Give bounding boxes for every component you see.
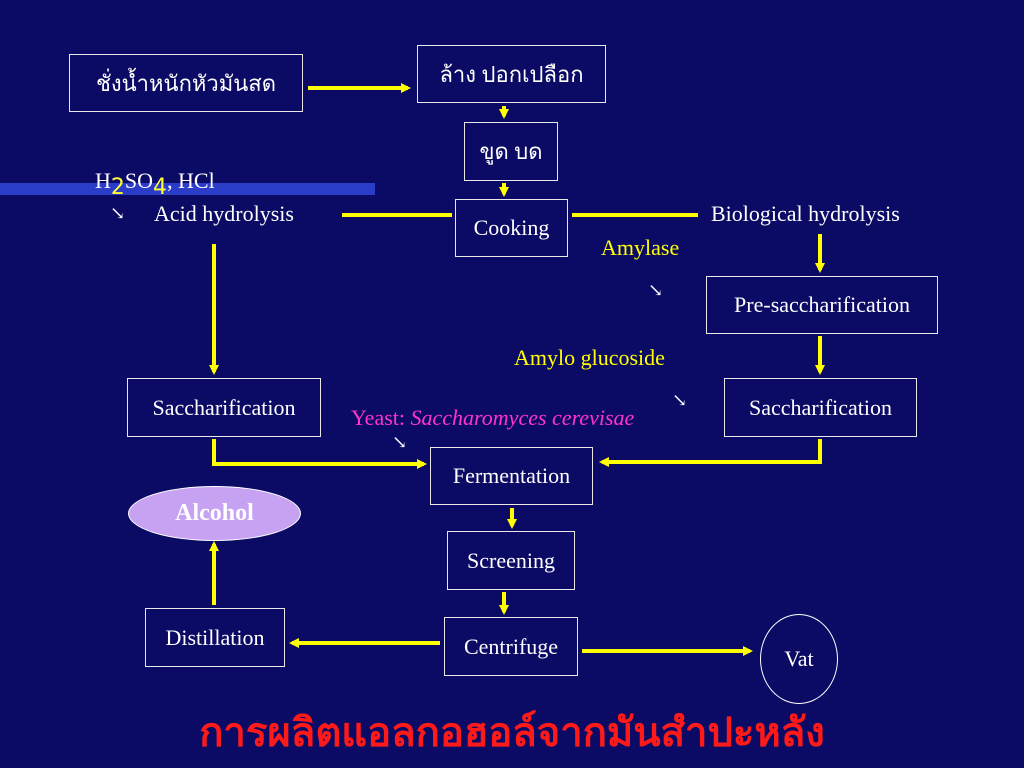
pre-saccharification-node: Pre-saccharification [706, 276, 938, 334]
acid-reagent-so: SO [124, 168, 154, 193]
saccharification-left-node: Saccharification [127, 378, 321, 437]
biological-hydrolysis-label: Biological hydrolysis [711, 201, 900, 226]
acid-reagent-h: H [95, 168, 111, 193]
hint-arrow-yeast: ↘ [392, 432, 408, 452]
arrow-sacch-left-to-ferment [212, 439, 427, 469]
grate-node: ขูด บด [464, 122, 558, 181]
fermentation-node: Fermentation [430, 447, 593, 505]
centrifuge-node: Centrifuge [444, 617, 578, 676]
screening-node: Screening [447, 531, 575, 590]
alcohol-node: Alcohol [128, 486, 301, 541]
distillation-node: Distillation [145, 608, 285, 667]
hint-arrow-amylase: ↘ [648, 280, 664, 300]
acid-reagent-sub2: 2 [110, 175, 125, 200]
amylo-glucoside-label: Amylo glucoside [514, 345, 665, 370]
arrow-sacch-right-to-ferment [599, 439, 822, 467]
saccharification-right-node: Saccharification [724, 378, 917, 437]
decorative-bar [0, 183, 375, 195]
weigh-node: ชั่งน้ำหนักหัวมันสด [69, 54, 303, 112]
hint-arrow-amylo: ↘ [672, 390, 688, 410]
acid-reagent-label: H2SO4, HCl [95, 168, 215, 200]
acid-reagent-sub4: 4 [153, 175, 168, 200]
vat-node: Vat [760, 614, 838, 704]
yeast-prefix: Yeast: [351, 405, 411, 430]
amylase-label: Amylase [601, 235, 680, 260]
acid-hydrolysis-label: Acid hydrolysis [154, 201, 294, 226]
acid-reagent-rest: , HCl [167, 168, 215, 193]
slide-title: การผลิตแอลกอฮอล์จากมันสำปะหลัง [199, 710, 825, 756]
wash-peel-node: ล้าง ปอกเปลือก [417, 45, 606, 103]
cooking-node: Cooking [455, 199, 568, 257]
yeast-label: Yeast: Saccharomyces cerevisae [351, 405, 634, 431]
hint-arrow-acid: ↘ [110, 203, 126, 223]
yeast-species: Saccharomyces cerevisae [410, 405, 635, 430]
